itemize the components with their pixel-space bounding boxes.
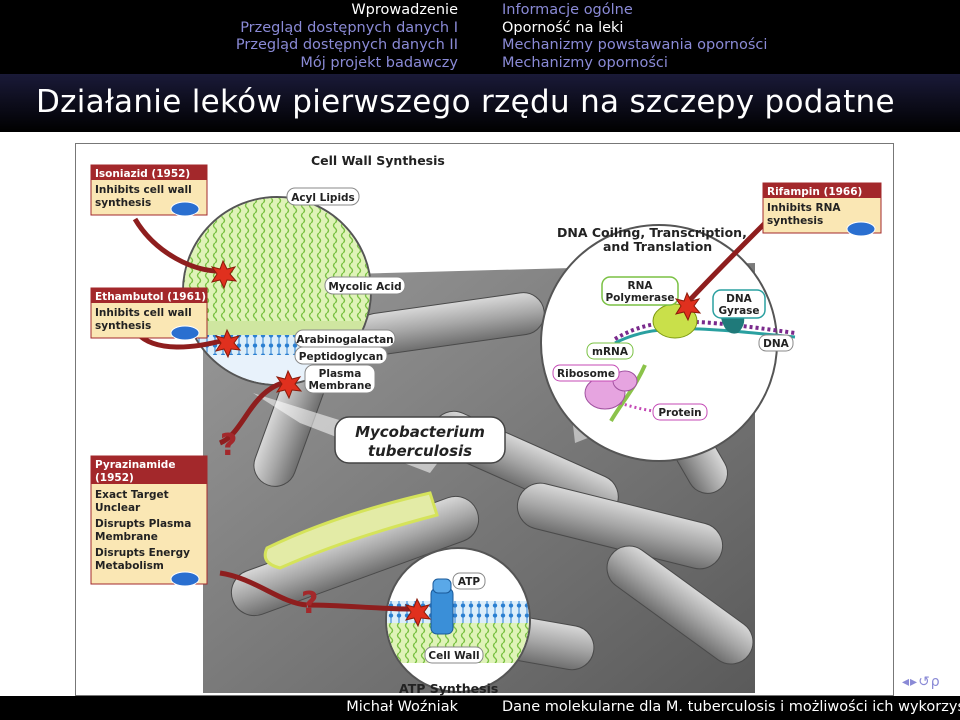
label-tuberculosis: tuberculosis (368, 442, 472, 460)
drug-box-pyrazinamide: Pyrazinamide (1952) Exact Target Unclear… (90, 455, 208, 587)
highlighted-bacterium (263, 491, 439, 570)
slide-title: Działanie leków pierwszego rzędu na szcz… (36, 84, 895, 120)
question-mark-atp: ? (301, 586, 318, 621)
search-icon[interactable]: ρ (930, 674, 941, 690)
pyrazinamide-name-1: Pyrazinamide (95, 459, 175, 471)
label-dna-gyrase-1: DNA (726, 293, 753, 305)
label-protein: Protein (658, 407, 701, 419)
label-dna-gyrase-box: DNA Gyrase (712, 289, 766, 319)
label-mycobacterium: Mycobacterium (355, 423, 485, 441)
label-plasma: Plasma (319, 368, 362, 380)
pyrazinamide-line-4: Membrane (95, 531, 158, 543)
label-acyl-lipids: Acyl Lipids (291, 192, 355, 204)
label-membrane: Membrane (309, 380, 372, 392)
nav-left-icon[interactable]: ◂ (902, 674, 911, 690)
dna-lens (540, 224, 796, 462)
nav-section-data-review-1[interactable]: Przegląd dostępnych danych I (240, 19, 458, 36)
label-ribosome-box: Ribosome (552, 364, 620, 382)
isoniazid-line-2: synthesis (95, 197, 151, 209)
pill-icon (846, 221, 876, 237)
label-rna: RNA (628, 280, 654, 292)
nav-subsection-drug-resistance[interactable]: Oporność na leki (502, 19, 624, 36)
label-protein-box: Protein (652, 403, 708, 421)
label-cell-wall-box: Cell Wall (424, 646, 484, 664)
drug-box-ethambutol: Ethambutol (1961) Inhibits cell wall syn… (90, 287, 208, 341)
pyrazinamide-line-5: Disrupts Energy (95, 547, 190, 559)
label-mycolic-acid: Mycolic Acid (328, 281, 401, 293)
label-polymerase: Polymerase (605, 292, 674, 304)
nav-right-icon[interactable]: ▸ (910, 674, 919, 690)
label-arabinogalactan-box: Arabinogalactan (294, 329, 396, 348)
isoniazid-name: Isoniazid (1952) (95, 168, 190, 180)
label-atp: ATP (458, 576, 480, 588)
navigation-symbols: ◂▸↺ρ (902, 674, 941, 690)
drug-box-isoniazid: Isoniazid (1952) Inhibits cell wall synt… (90, 164, 208, 217)
nav-subsection-general-info[interactable]: Informacje ogólne (502, 2, 633, 18)
isoniazid-line-1: Inhibits cell wall (95, 184, 192, 196)
label-dna-coiling-1: DNA Coiling, Transcription, (557, 225, 747, 240)
nav-section-introduction[interactable]: Wprowadzenie (351, 2, 458, 18)
search-icon[interactable]: ↺ (918, 674, 931, 690)
rifampin-line-2: synthesis (767, 215, 823, 227)
pill-icon (170, 571, 200, 587)
label-mycobacterium-box: Mycobacterium tuberculosis (334, 416, 506, 464)
inhibition-markers (210, 259, 702, 628)
nav-section-research-project[interactable]: Mój projekt badawczy (300, 54, 458, 71)
label-atp-synthesis: ATP Synthesis (399, 681, 498, 696)
label-cell-wall: Cell Wall (428, 650, 479, 662)
label-atp-box: ATP (452, 572, 486, 590)
pyrazinamide-line-6: Metabolism (95, 560, 164, 572)
label-mycolic-acid-box: Mycolic Acid (324, 276, 406, 295)
ethambutol-line-2: synthesis (95, 320, 151, 332)
nav-subsection-resistance-origin[interactable]: Mechanizmy powstawania oporności (502, 37, 768, 53)
footer-title: Dane molekularne dla M. tuberculosis i m… (502, 699, 960, 715)
rifampin-name: Rifampin (1966) (767, 186, 862, 198)
label-rna-polymerase-box: RNA Polymerase (601, 276, 679, 306)
section-navigation: Wprowadzenie Przegląd dostępnych danych … (0, 2, 458, 72)
pyrazinamide-line-2: Unclear (95, 502, 141, 514)
footer-author: Michał Woźniak (346, 699, 458, 715)
nav-section-data-review-2[interactable]: Przegląd dostępnych danych II (235, 37, 458, 53)
label-arabinogalactan: Arabinogalactan (296, 334, 393, 346)
label-dna-coiling-2: and Translation (603, 239, 712, 254)
drug-box-rifampin: Rifampin (1966) Inhibits RNA synthesis (762, 182, 882, 237)
pyrazinamide-line-1: Exact Target (95, 489, 169, 501)
header-navigation: Wprowadzenie Przegląd dostępnych danych … (0, 0, 960, 74)
slide-title-bar: Działanie leków pierwszego rzędu na szcz… (0, 74, 960, 132)
drug-action-figure: Cell Wall Synthesis Acyl Lipids Mycolic … (75, 143, 894, 696)
ethambutol-name: Ethambutol (1961) (95, 291, 206, 303)
subsection-navigation: Informacje ogólne Oporność na leki Mecha… (502, 2, 767, 72)
label-peptidoglycan: Peptidoglycan (299, 351, 383, 363)
atp-lens (385, 547, 531, 693)
slide-footer: Michał Woźniak Dane molekularne dla M. t… (0, 696, 960, 720)
label-acyl-lipids-box: Acyl Lipids (286, 187, 360, 206)
pyrazinamide-name-2: (1952) (95, 472, 134, 484)
label-mrna: mRNA (592, 346, 629, 358)
drug-arrows (132, 217, 767, 612)
figure-svg: Cell Wall Synthesis Acyl Lipids Mycolic … (75, 143, 894, 696)
label-dna: DNA (763, 338, 790, 350)
pill-icon (170, 325, 200, 341)
label-peptidoglycan-box: Peptidoglycan (294, 346, 388, 365)
label-cell-wall-synthesis: Cell Wall Synthesis (311, 153, 445, 168)
label-dna-gyrase-2: Gyrase (718, 305, 759, 317)
pill-icon (170, 201, 200, 217)
question-mark-plasma: ? (220, 428, 237, 463)
rifampin-line-1: Inhibits RNA (767, 202, 841, 214)
pyrazinamide-line-3: Disrupts Plasma (95, 518, 191, 530)
label-ribosome: Ribosome (557, 368, 615, 380)
label-mrna-box: mRNA (586, 342, 634, 360)
nav-subsection-resistance-mechanisms[interactable]: Mechanizmy oporności (502, 54, 668, 71)
label-plasma-membrane-box: Plasma Membrane (304, 364, 376, 394)
ethambutol-line-1: Inhibits cell wall (95, 307, 192, 319)
label-dna-box: DNA (758, 334, 794, 352)
